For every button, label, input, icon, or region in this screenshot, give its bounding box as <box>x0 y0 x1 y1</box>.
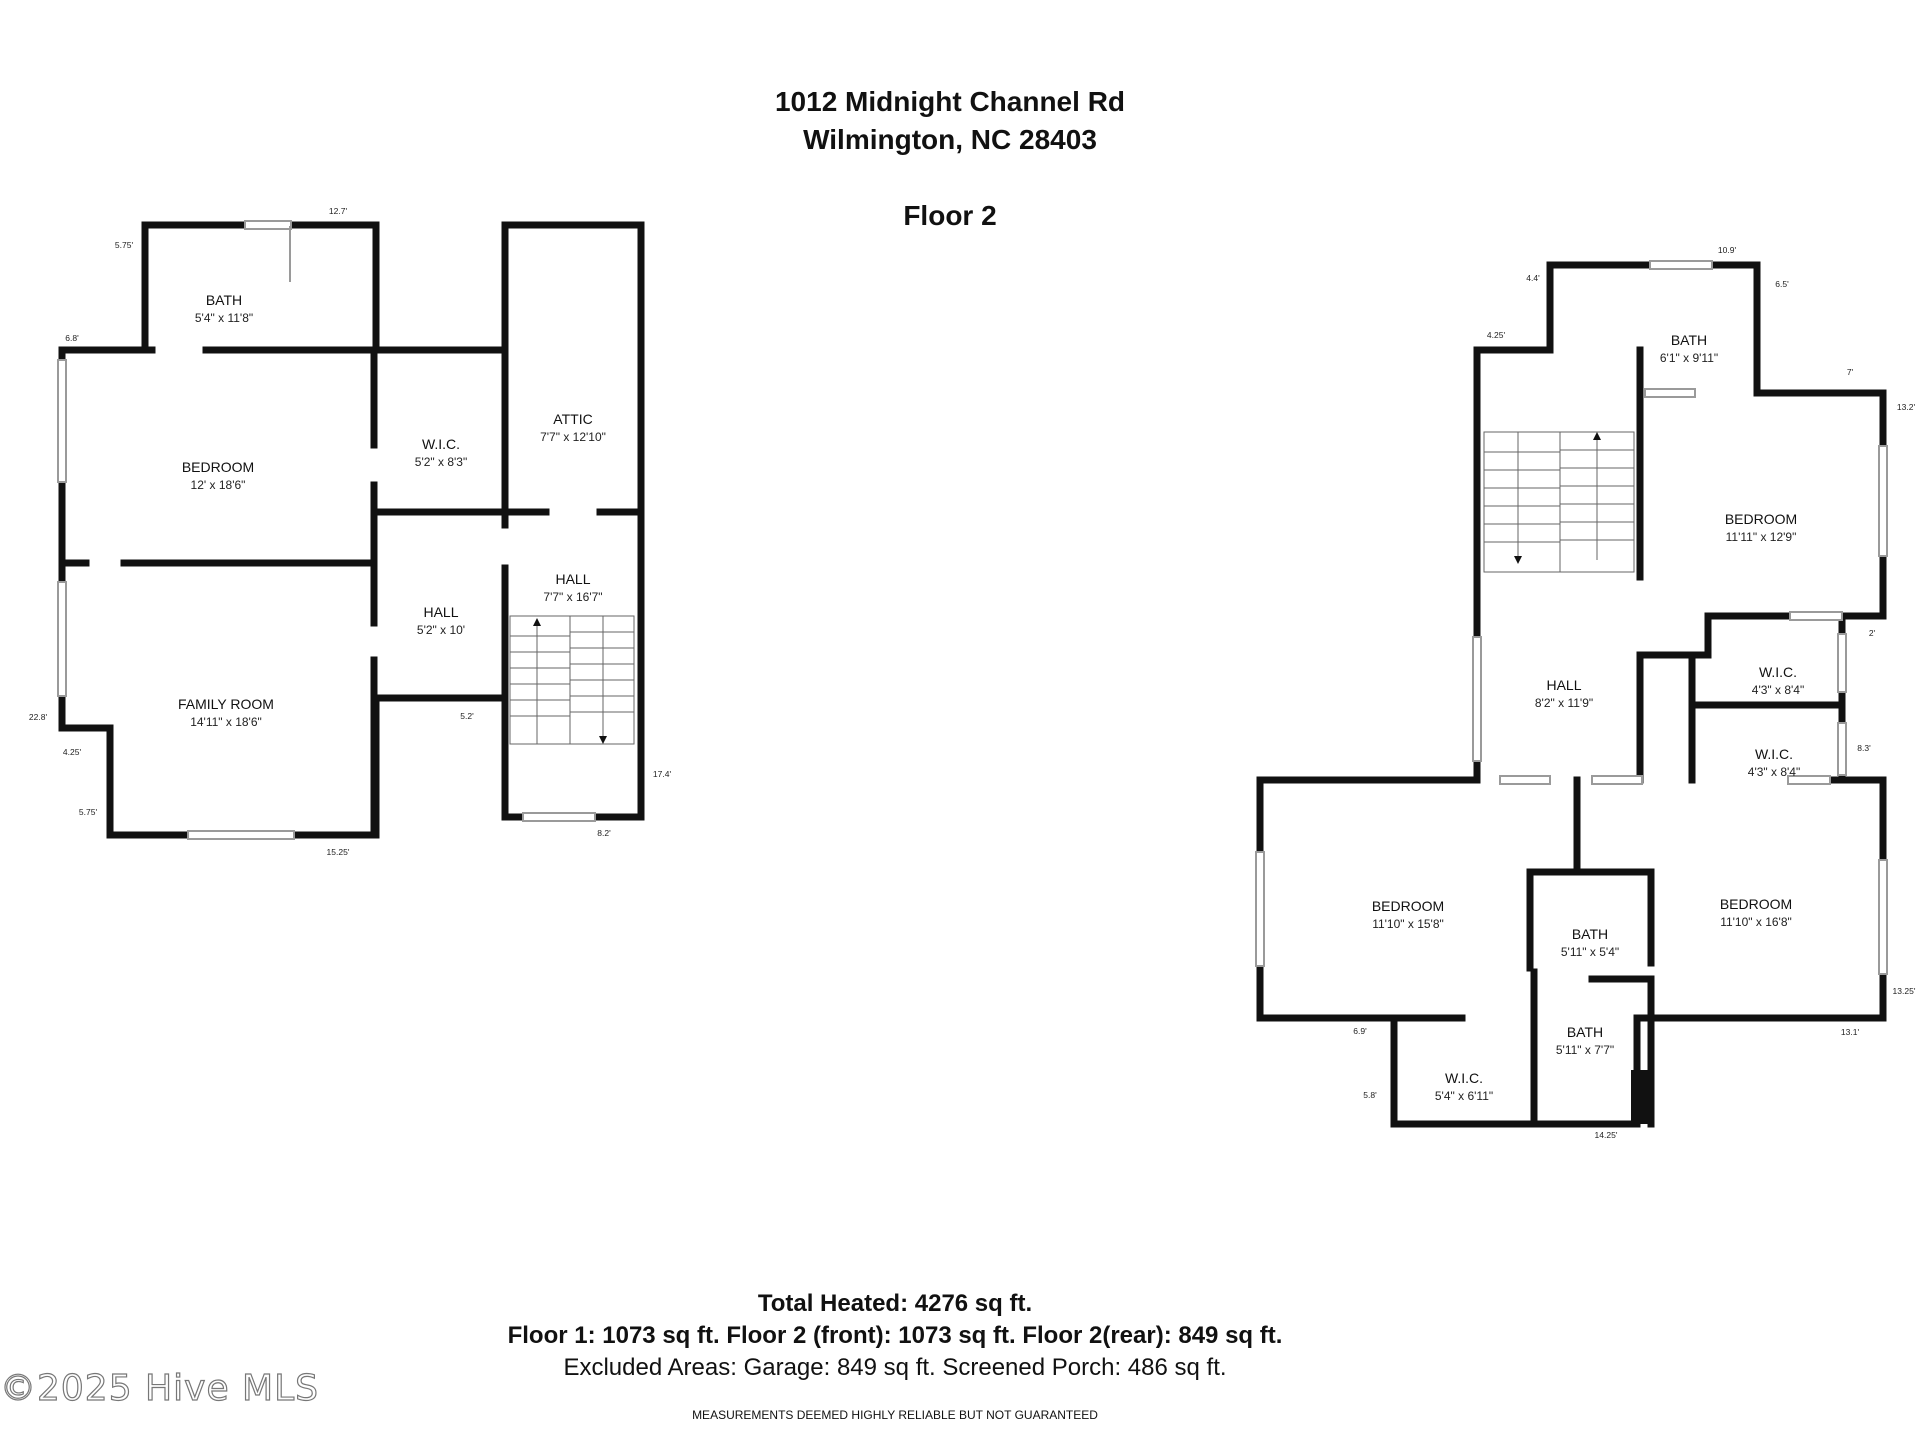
window <box>244 220 292 230</box>
dimension-label: 4.4' <box>1526 273 1540 283</box>
floor-label: Floor 2 <box>903 200 997 231</box>
window <box>1472 636 1482 762</box>
window <box>187 830 295 840</box>
dimension-label: 5.2' <box>460 711 474 721</box>
wall-rear-bath <box>1546 261 1761 397</box>
room-size: 6'1" x 9'11" <box>1660 351 1718 365</box>
dimension-label: 13.1' <box>1841 1027 1860 1037</box>
dimension-label: 14.25' <box>1595 1130 1618 1140</box>
room-size: 4'3" x 8'4" <box>1748 765 1800 779</box>
rear-floor-plan <box>1256 261 1887 1128</box>
room-size: 5'4" x 6'11" <box>1435 1089 1493 1103</box>
room-size: 11'10" x 16'8" <box>1720 915 1792 929</box>
total-heated-area: Total Heated: 4276 sq ft. <box>757 1290 1033 1317</box>
dimension-label: 2' <box>1869 628 1876 638</box>
room-size: 5'11" x 5'4" <box>1561 945 1619 959</box>
opening <box>1789 611 1843 621</box>
opening <box>1591 775 1643 785</box>
room-size: 5'2" x 8'3" <box>415 455 467 469</box>
room-name: HALL <box>423 604 458 620</box>
dimension-label: 15.25' <box>327 847 350 857</box>
wall-front-bath <box>141 221 380 352</box>
window <box>1878 445 1888 557</box>
room-size: 5'2" x 10' <box>417 623 465 637</box>
dimension-label: 5.75' <box>79 807 98 817</box>
room-name: BATH <box>1567 1024 1603 1040</box>
dimension-label: 4.25' <box>1487 330 1506 340</box>
dimension-label: 6.8' <box>65 333 79 343</box>
room-name: BEDROOM <box>1725 511 1797 527</box>
room-name: BATH <box>1671 332 1707 348</box>
room-name: HALL <box>555 571 590 587</box>
window <box>57 359 67 483</box>
room-name: BEDROOM <box>1372 898 1444 914</box>
window <box>1837 633 1847 693</box>
disclaimer: MEASUREMENTS DEEMED HIGHLY RELIABLE BUT … <box>692 1408 1098 1422</box>
dimension-label: 7' <box>1847 367 1854 377</box>
rear-fixture <box>1631 1070 1651 1124</box>
dimension-label: 22.8' <box>29 712 48 722</box>
room-name: BATH <box>1572 926 1608 942</box>
window <box>1837 722 1847 776</box>
room-size: 7'7" x 12'10" <box>540 430 606 444</box>
room-size: 8'2" x 11'9" <box>1535 696 1593 710</box>
dimension-label: 4.25' <box>63 747 82 757</box>
window <box>1649 260 1713 270</box>
dimension-label: 10.9' <box>1718 245 1737 255</box>
room-name: W.I.C. <box>422 436 460 452</box>
room-name: BEDROOM <box>1720 896 1792 912</box>
room-name: BATH <box>206 292 242 308</box>
wall-bedroom-bottom <box>1636 612 1794 659</box>
excluded-areas: Excluded Areas: Garage: 849 sq ft. Scree… <box>563 1354 1227 1381</box>
room-size: 7'7" x 16'7" <box>543 590 602 604</box>
window <box>1255 851 1265 967</box>
address-line-1: 1012 Midnight Channel Rd <box>774 86 1126 117</box>
watermark: ©2025 Hive MLS <box>0 1367 319 1409</box>
dimension-label: 8.3' <box>1857 743 1871 753</box>
window <box>522 812 596 822</box>
dimension-label: 5.8' <box>1363 1090 1377 1100</box>
room-size: 4'3" x 8'4" <box>1752 683 1804 697</box>
dimension-label: 8.2' <box>597 828 611 838</box>
wall-bedroom-ne <box>1753 389 1887 620</box>
window <box>1878 859 1888 975</box>
dimension-label: 6.9' <box>1353 1026 1367 1036</box>
window <box>57 581 67 697</box>
room-size: 11'10" x 15'8" <box>1372 917 1444 931</box>
room-size: 12' x 18'6" <box>191 478 246 492</box>
dimension-label: 6.5' <box>1775 279 1789 289</box>
floor-areas: Floor 1: 1073 sq ft. Floor 2 (front): 10… <box>507 1322 1283 1349</box>
room-size: 5'11" x 7'7" <box>1556 1043 1614 1057</box>
rear-stairs <box>1483 431 1635 573</box>
room-name: W.I.C. <box>1755 746 1793 762</box>
wall-attic-hall <box>501 221 645 821</box>
wall-rear-outer <box>1256 776 1887 1128</box>
wall-bath-top <box>1526 868 1655 967</box>
dimension-label: 5.75' <box>115 240 134 250</box>
opening <box>1499 775 1551 785</box>
dimension-label: 13.25' <box>1893 986 1916 996</box>
dimension-label: 17.4' <box>653 769 672 779</box>
dimension-label: 13.2' <box>1897 402 1916 412</box>
room-name: BEDROOM <box>182 459 254 475</box>
wall-front-outer <box>58 346 380 839</box>
rear-windows <box>1255 260 1888 975</box>
front-windows <box>57 220 596 840</box>
room-name: HALL <box>1546 677 1581 693</box>
opening <box>1787 775 1831 785</box>
front-stairs <box>509 615 635 745</box>
room-size: 11'11" x 12'9" <box>1726 530 1797 544</box>
room-size: 14'11" x 18'6" <box>190 715 262 729</box>
address-line-2: Wilmington, NC 28403 <box>803 124 1097 155</box>
room-size: 5'4" x 11'8" <box>195 311 253 325</box>
room-name: ATTIC <box>553 411 592 427</box>
room-name: FAMILY ROOM <box>178 696 274 712</box>
window <box>1644 388 1696 398</box>
room-name: W.I.C. <box>1759 664 1797 680</box>
room-name: W.I.C. <box>1445 1070 1483 1086</box>
dimension-label: 12.7' <box>329 206 348 216</box>
